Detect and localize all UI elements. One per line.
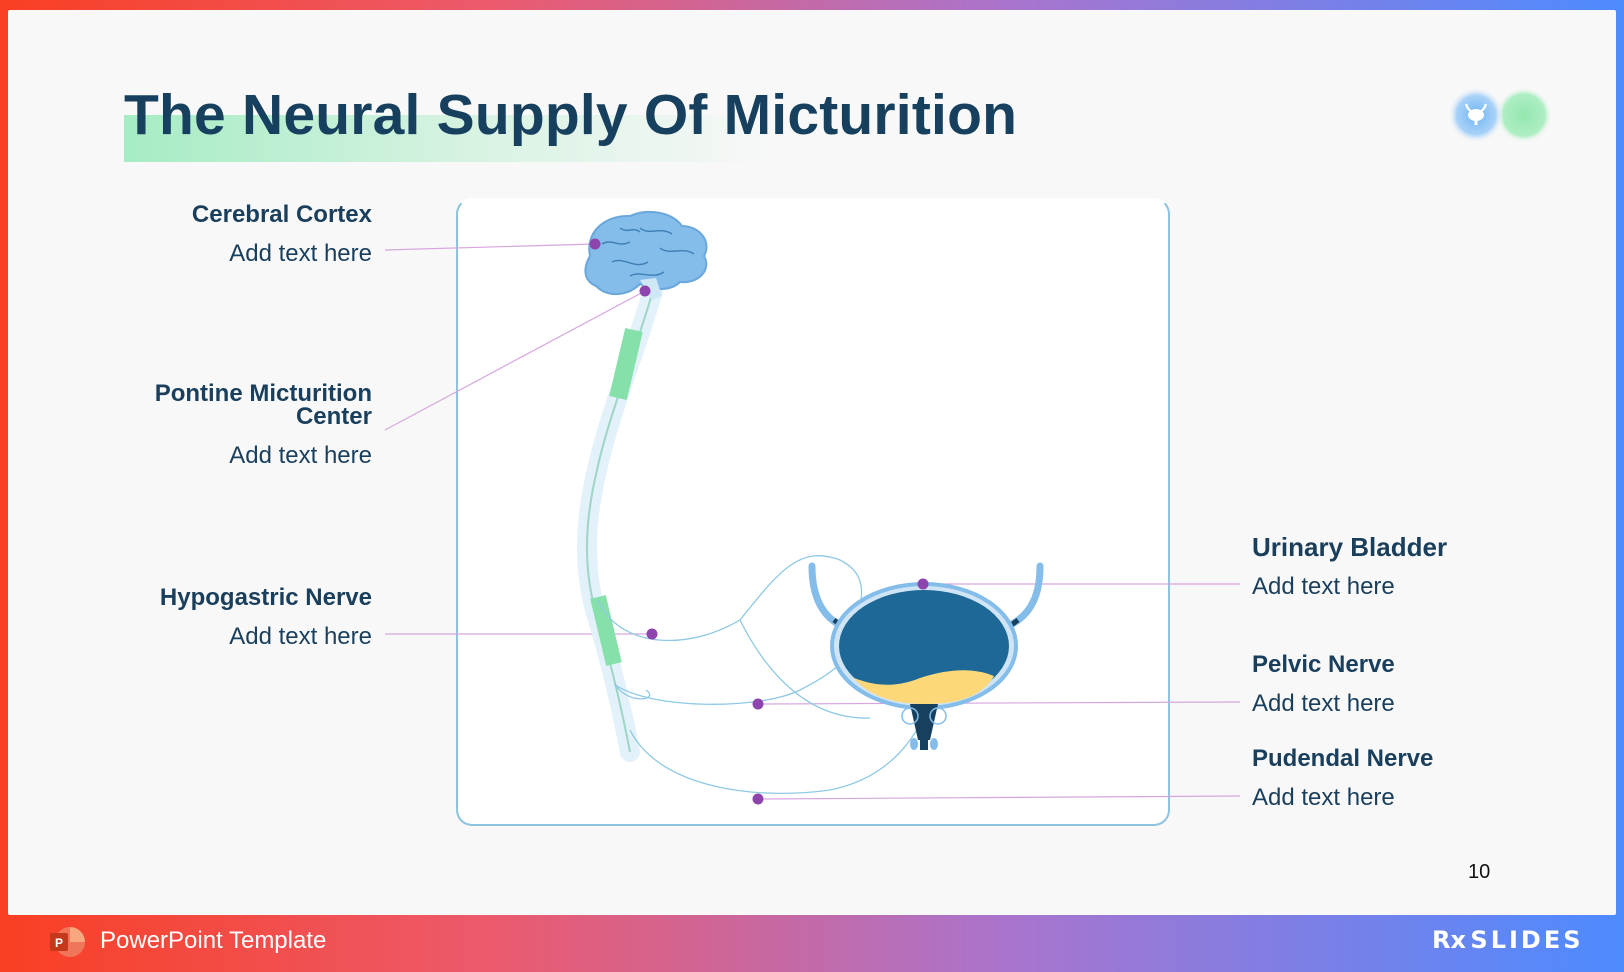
pontine-center-text: Add text here	[229, 442, 372, 469]
cerebral-cortex-heading: Cerebral Cortex	[191, 201, 372, 228]
hypogastric-nerve-text: Add text here	[229, 623, 372, 650]
pelvic-nerve-text: Add text here	[1252, 690, 1395, 717]
label-pelvic-nerve: Pelvic Nerve Add text here	[1252, 653, 1552, 717]
pontine-center-heading-line1: Pontine Micturition	[154, 380, 372, 407]
pontine-center-heading-line2: Center	[295, 403, 372, 430]
brand-rx: Rx	[1432, 926, 1466, 954]
label-pontine-center: Pontine Micturition Center Add text here	[100, 382, 372, 469]
bladder-icon	[1464, 103, 1488, 125]
urinary-bladder-text: Add text here	[1252, 573, 1395, 600]
pudendal-nerve-text: Add text here	[1252, 784, 1395, 811]
label-hypogastric-nerve: Hypogastric Nerve Add text here	[100, 586, 372, 650]
label-pudendal-nerve: Pudendal Nerve Add text here	[1252, 747, 1552, 811]
page-number: 10	[1468, 861, 1491, 883]
footer-template-label: PowerPoint Template	[100, 927, 327, 954]
cerebral-cortex-text: Add text here	[229, 240, 372, 267]
rxslides-logo: Rx SLIDES	[1432, 926, 1584, 958]
urinary-bladder-heading: Urinary Bladder	[1252, 532, 1448, 562]
pelvic-nerve-heading: Pelvic Nerve	[1252, 651, 1395, 678]
title-highlight-bar	[124, 115, 779, 162]
pudendal-nerve-heading: Pudendal Nerve	[1252, 745, 1434, 772]
brand-slides: SLIDES	[1470, 926, 1584, 954]
page-title: The Neural Supply Of Micturition	[124, 83, 1018, 147]
hypogastric-nerve-heading: Hypogastric Nerve	[159, 584, 372, 611]
label-cerebral-cortex: Cerebral Cortex Add text here	[120, 203, 372, 267]
powerpoint-icon: P	[50, 927, 85, 957]
label-urinary-bladder: Urinary Bladder Add text here	[1252, 532, 1552, 600]
corner-decoration	[1448, 88, 1552, 143]
diagram-frame	[456, 198, 1170, 826]
ppt-icon-letter: P	[55, 936, 63, 950]
green-glow-circle	[1496, 88, 1552, 143]
